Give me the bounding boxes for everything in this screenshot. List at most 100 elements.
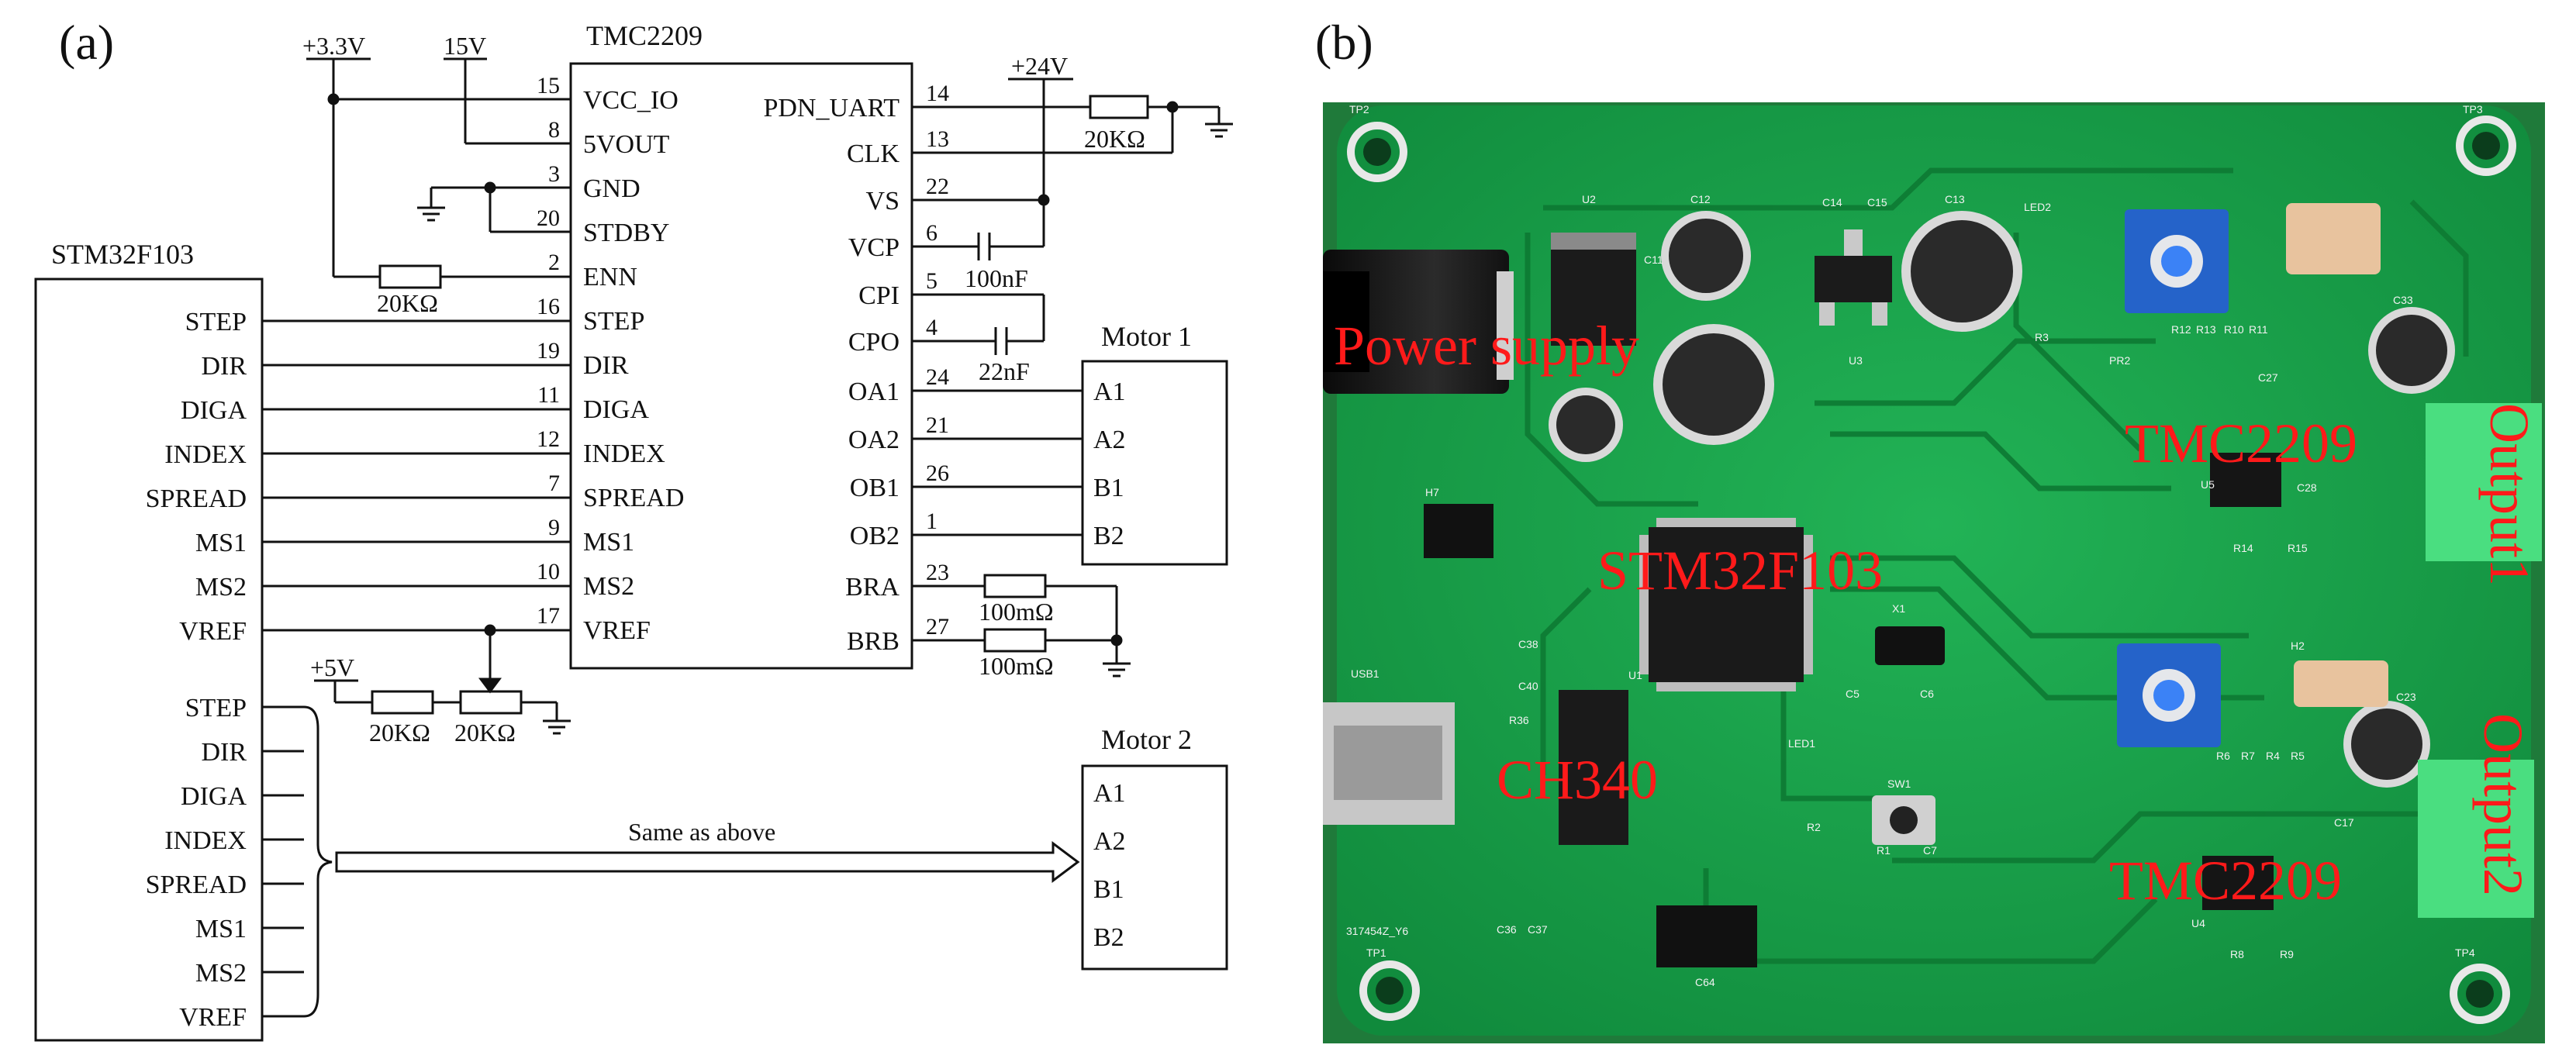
driver-pin-num-8: 8 — [548, 117, 560, 143]
driver-pin-num-23: 23 — [926, 560, 949, 585]
driver-pin-index: INDEX — [583, 440, 665, 468]
mounting-holes — [1347, 116, 2516, 1024]
motor1-pin-a1: A1 — [1093, 378, 1126, 406]
driver-pin-enn: ENN — [583, 263, 637, 291]
silk-r11: R11 — [2249, 323, 2268, 336]
c-cp-label: 22nF — [979, 357, 1030, 385]
driver-pin-ob1: OB1 — [850, 474, 900, 502]
mcu-pin-step: STEP — [185, 308, 247, 336]
mcu-pin-dir: DIR — [201, 352, 247, 381]
silk-c28: C28 — [2297, 481, 2317, 494]
r-enn-label: 20KΩ — [377, 289, 438, 317]
rail-5v-label: +5V — [310, 653, 354, 681]
driver-pin-num-12: 12 — [537, 426, 560, 452]
motor1-box — [1081, 360, 1228, 566]
driver-pin-stdby: STDBY — [583, 219, 669, 247]
silk-tp2: TP2 — [1349, 103, 1369, 116]
mounting-hole-tr — [2456, 116, 2516, 176]
mcu-pin-ms1: MS1 — [195, 529, 247, 557]
r-vref-label: 20KΩ — [369, 719, 430, 747]
driver-pin-num-27: 27 — [926, 614, 949, 640]
driver-pin-num-5: 5 — [926, 268, 938, 294]
mcu-pin-spread: SPREAD — [146, 484, 247, 513]
silk-r2: R2 — [1807, 821, 1821, 833]
mcu-pin-vref: VREF — [179, 617, 247, 646]
silk-u5: U5 — [2201, 478, 2215, 491]
driver-pin-num-4: 4 — [926, 315, 938, 340]
silk-c64: C64 — [1695, 976, 1715, 988]
pin-header-h7 — [1424, 504, 1493, 558]
silk-c5: C5 — [1846, 688, 1859, 700]
silk-317454z_y6: 317454Z_Y6 — [1346, 925, 1408, 937]
mcu2-pin-spread: SPREAD — [146, 871, 247, 899]
silk-r13: R13 — [2196, 323, 2216, 336]
silk-h2: H2 — [2291, 640, 2305, 652]
driver-pin-vcc_io: VCC_IO — [583, 86, 679, 115]
mcu2-pin-ms1: MS1 — [195, 915, 247, 943]
rail-15v-label: 15V — [444, 32, 486, 60]
bus-brace — [262, 705, 333, 1018]
driver-pin-ms2: MS2 — [583, 572, 634, 601]
silk-c14: C14 — [1822, 196, 1842, 209]
silk-c27: C27 — [2258, 371, 2278, 384]
pin-header-bottom — [1656, 905, 1757, 967]
mcu2-pin-step: STEP — [185, 694, 247, 722]
mcu2-pin-dir: DIR — [201, 738, 247, 767]
panel-b-label: (b) — [1315, 15, 1373, 70]
silk-r8: R8 — [2230, 948, 2244, 960]
driver-right-network: 20KΩ +24V 100nF 22nF — [912, 52, 1233, 680]
driver-pin-oa1: OA1 — [848, 378, 900, 406]
r-vref — [371, 690, 434, 715]
r-pdn — [1089, 95, 1149, 119]
driver-right-pins: PDN_UART14CLK13VS22VCP6CPI5CPO4OA124OA22… — [763, 81, 949, 656]
driver-pin-pdn_uart: PDN_UART — [763, 94, 900, 122]
silk-u4: U4 — [2191, 917, 2205, 929]
mcu2-pin-diga: DIGA — [181, 782, 247, 811]
silk-tp3: TP3 — [2463, 103, 2483, 116]
driver-pin-vcp: VCP — [848, 233, 900, 262]
terminal-block-2 — [2418, 760, 2534, 918]
jumper-2 — [2294, 660, 2388, 707]
power-jack — [1323, 250, 1514, 394]
silk-x1: X1 — [1892, 602, 1905, 615]
driver-pin-num-3: 3 — [548, 161, 560, 187]
driver-pin-diga: DIGA — [583, 395, 649, 424]
driver-pin-num-11: 11 — [537, 382, 560, 408]
panel-a-label: (a) — [59, 15, 114, 70]
label-output1: Output1 — [2478, 403, 2540, 586]
silk-u1: U1 — [1628, 669, 1642, 681]
mounting-hole-bl — [1359, 960, 1420, 1021]
driver-pin-num-9: 9 — [548, 515, 560, 540]
driver-pin-num-16: 16 — [537, 294, 560, 319]
silk-c6: C6 — [1920, 688, 1934, 700]
silk-led2: LED2 — [2024, 201, 2051, 213]
motor1-pin-b1: B1 — [1093, 474, 1124, 502]
label-tmc2209-1: TMC2209 — [2125, 412, 2357, 474]
motor1-pin-a2: A2 — [1093, 426, 1126, 454]
driver-pin-num-6: 6 — [926, 220, 938, 246]
silk-h7: H7 — [1425, 486, 1439, 498]
motor1-pin-b2: B2 — [1093, 522, 1124, 550]
silk-r10: R10 — [2224, 323, 2244, 336]
silk-pr2: PR2 — [2109, 354, 2130, 367]
signal-wires — [262, 319, 571, 632]
silk-sw1: SW1 — [1887, 778, 1911, 790]
rail-24v-label: +24V — [1011, 52, 1068, 80]
terminal-block-1 — [2426, 403, 2542, 561]
r-brb — [983, 628, 1047, 653]
mcu-pin-ms2: MS2 — [195, 573, 247, 602]
silk-r7: R7 — [2241, 750, 2255, 762]
r-enn — [378, 264, 442, 289]
silk-c33: C33 — [2393, 294, 2413, 306]
driver-pin-vs: VS — [866, 187, 900, 216]
silk-c11: C11 — [1644, 253, 1663, 266]
electrolytic-capacitors — [1549, 211, 2455, 788]
silk-c37: C37 — [1528, 923, 1548, 936]
driver-pin-num-15: 15 — [537, 73, 560, 98]
silk-c17: C17 — [2334, 816, 2354, 829]
motor2-pin-b1: B1 — [1093, 875, 1124, 904]
r-brb-label: 100mΩ — [979, 652, 1054, 680]
silk-c12: C12 — [1690, 193, 1711, 205]
motor2-pin-b2: B2 — [1093, 923, 1124, 952]
